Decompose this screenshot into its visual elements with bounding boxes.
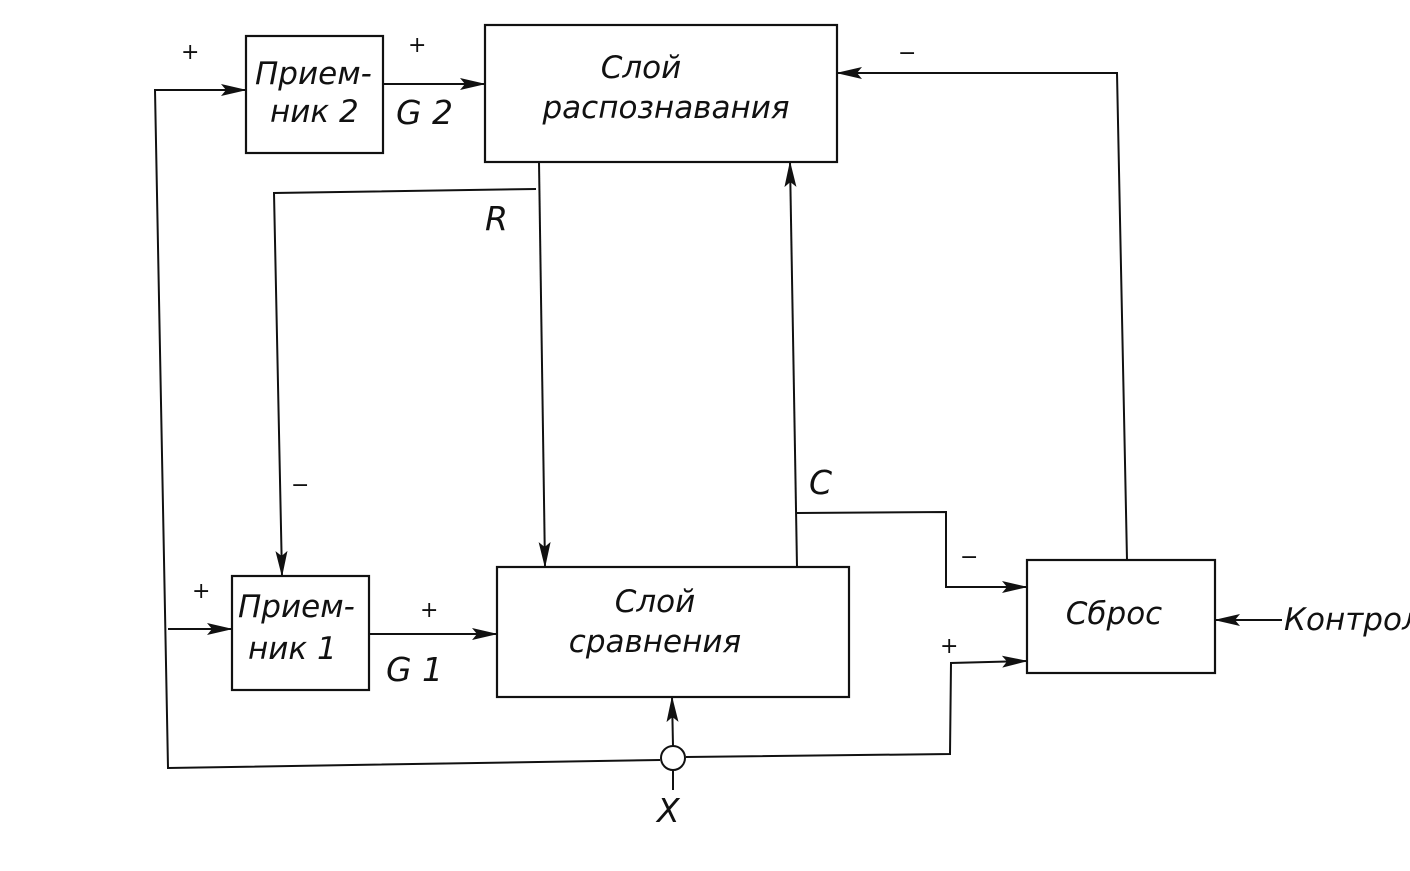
receiver-1-block: Прием- ник 1	[230, 574, 371, 692]
g2-plus-sign: +	[408, 33, 426, 58]
receiver2-input-plus-sign: +	[181, 40, 199, 65]
r-down-connection	[538, 161, 551, 568]
g1-signal-label: G 1	[386, 650, 443, 689]
receiver1-r-minus-sign: −	[291, 473, 309, 498]
c-signal-label: C	[809, 463, 832, 502]
receiver-2-label-line2: ник 2	[270, 94, 359, 130]
recognition-layer-label-line2: распознавания	[541, 90, 789, 126]
g2-signal-label: G 2	[396, 93, 453, 132]
reset-label: Сброс	[1066, 596, 1162, 632]
receiver-2-block: Прием- ник 2	[244, 34, 385, 155]
r-signal-label: R	[485, 199, 508, 238]
comparison-layer-label-line2: сравнения	[569, 624, 741, 660]
comparison-layer-label-line1: Слой	[615, 584, 696, 620]
reset-x-plus-sign: +	[940, 634, 958, 659]
x-signal-label: X	[655, 791, 681, 830]
reset-block: Сброс	[1025, 558, 1217, 675]
x-to-comparison-connection	[666, 696, 679, 747]
recognition-layer-label-line1: Слой	[601, 50, 682, 86]
r-to-receiver1-connection	[272, 188, 537, 577]
control-signal-label: Контроль	[1284, 602, 1410, 638]
x-junction-node	[660, 745, 686, 771]
c-up-connection	[784, 161, 798, 568]
receiver1-input-plus-sign: +	[192, 579, 210, 604]
reset-to-recognition-connection	[836, 67, 1128, 561]
recognition-layer-block: Слой распознавания	[483, 23, 839, 164]
g1-plus-sign: +	[420, 598, 438, 623]
receiver-2-label-line1: Прием-	[255, 56, 372, 92]
x-to-reset-connection	[685, 655, 1028, 758]
receiver-1-label-line1: Прием-	[238, 589, 355, 625]
reset-c-minus-sign: −	[960, 545, 978, 570]
recognition-input-minus-sign: −	[898, 41, 916, 66]
comparison-layer-block: Слой сравнения	[495, 565, 851, 699]
receiver-1-label-line2: ник 1	[248, 631, 337, 667]
x-to-receiver2-connection	[153, 84, 661, 770]
c-to-reset-connection	[796, 510, 1028, 593]
